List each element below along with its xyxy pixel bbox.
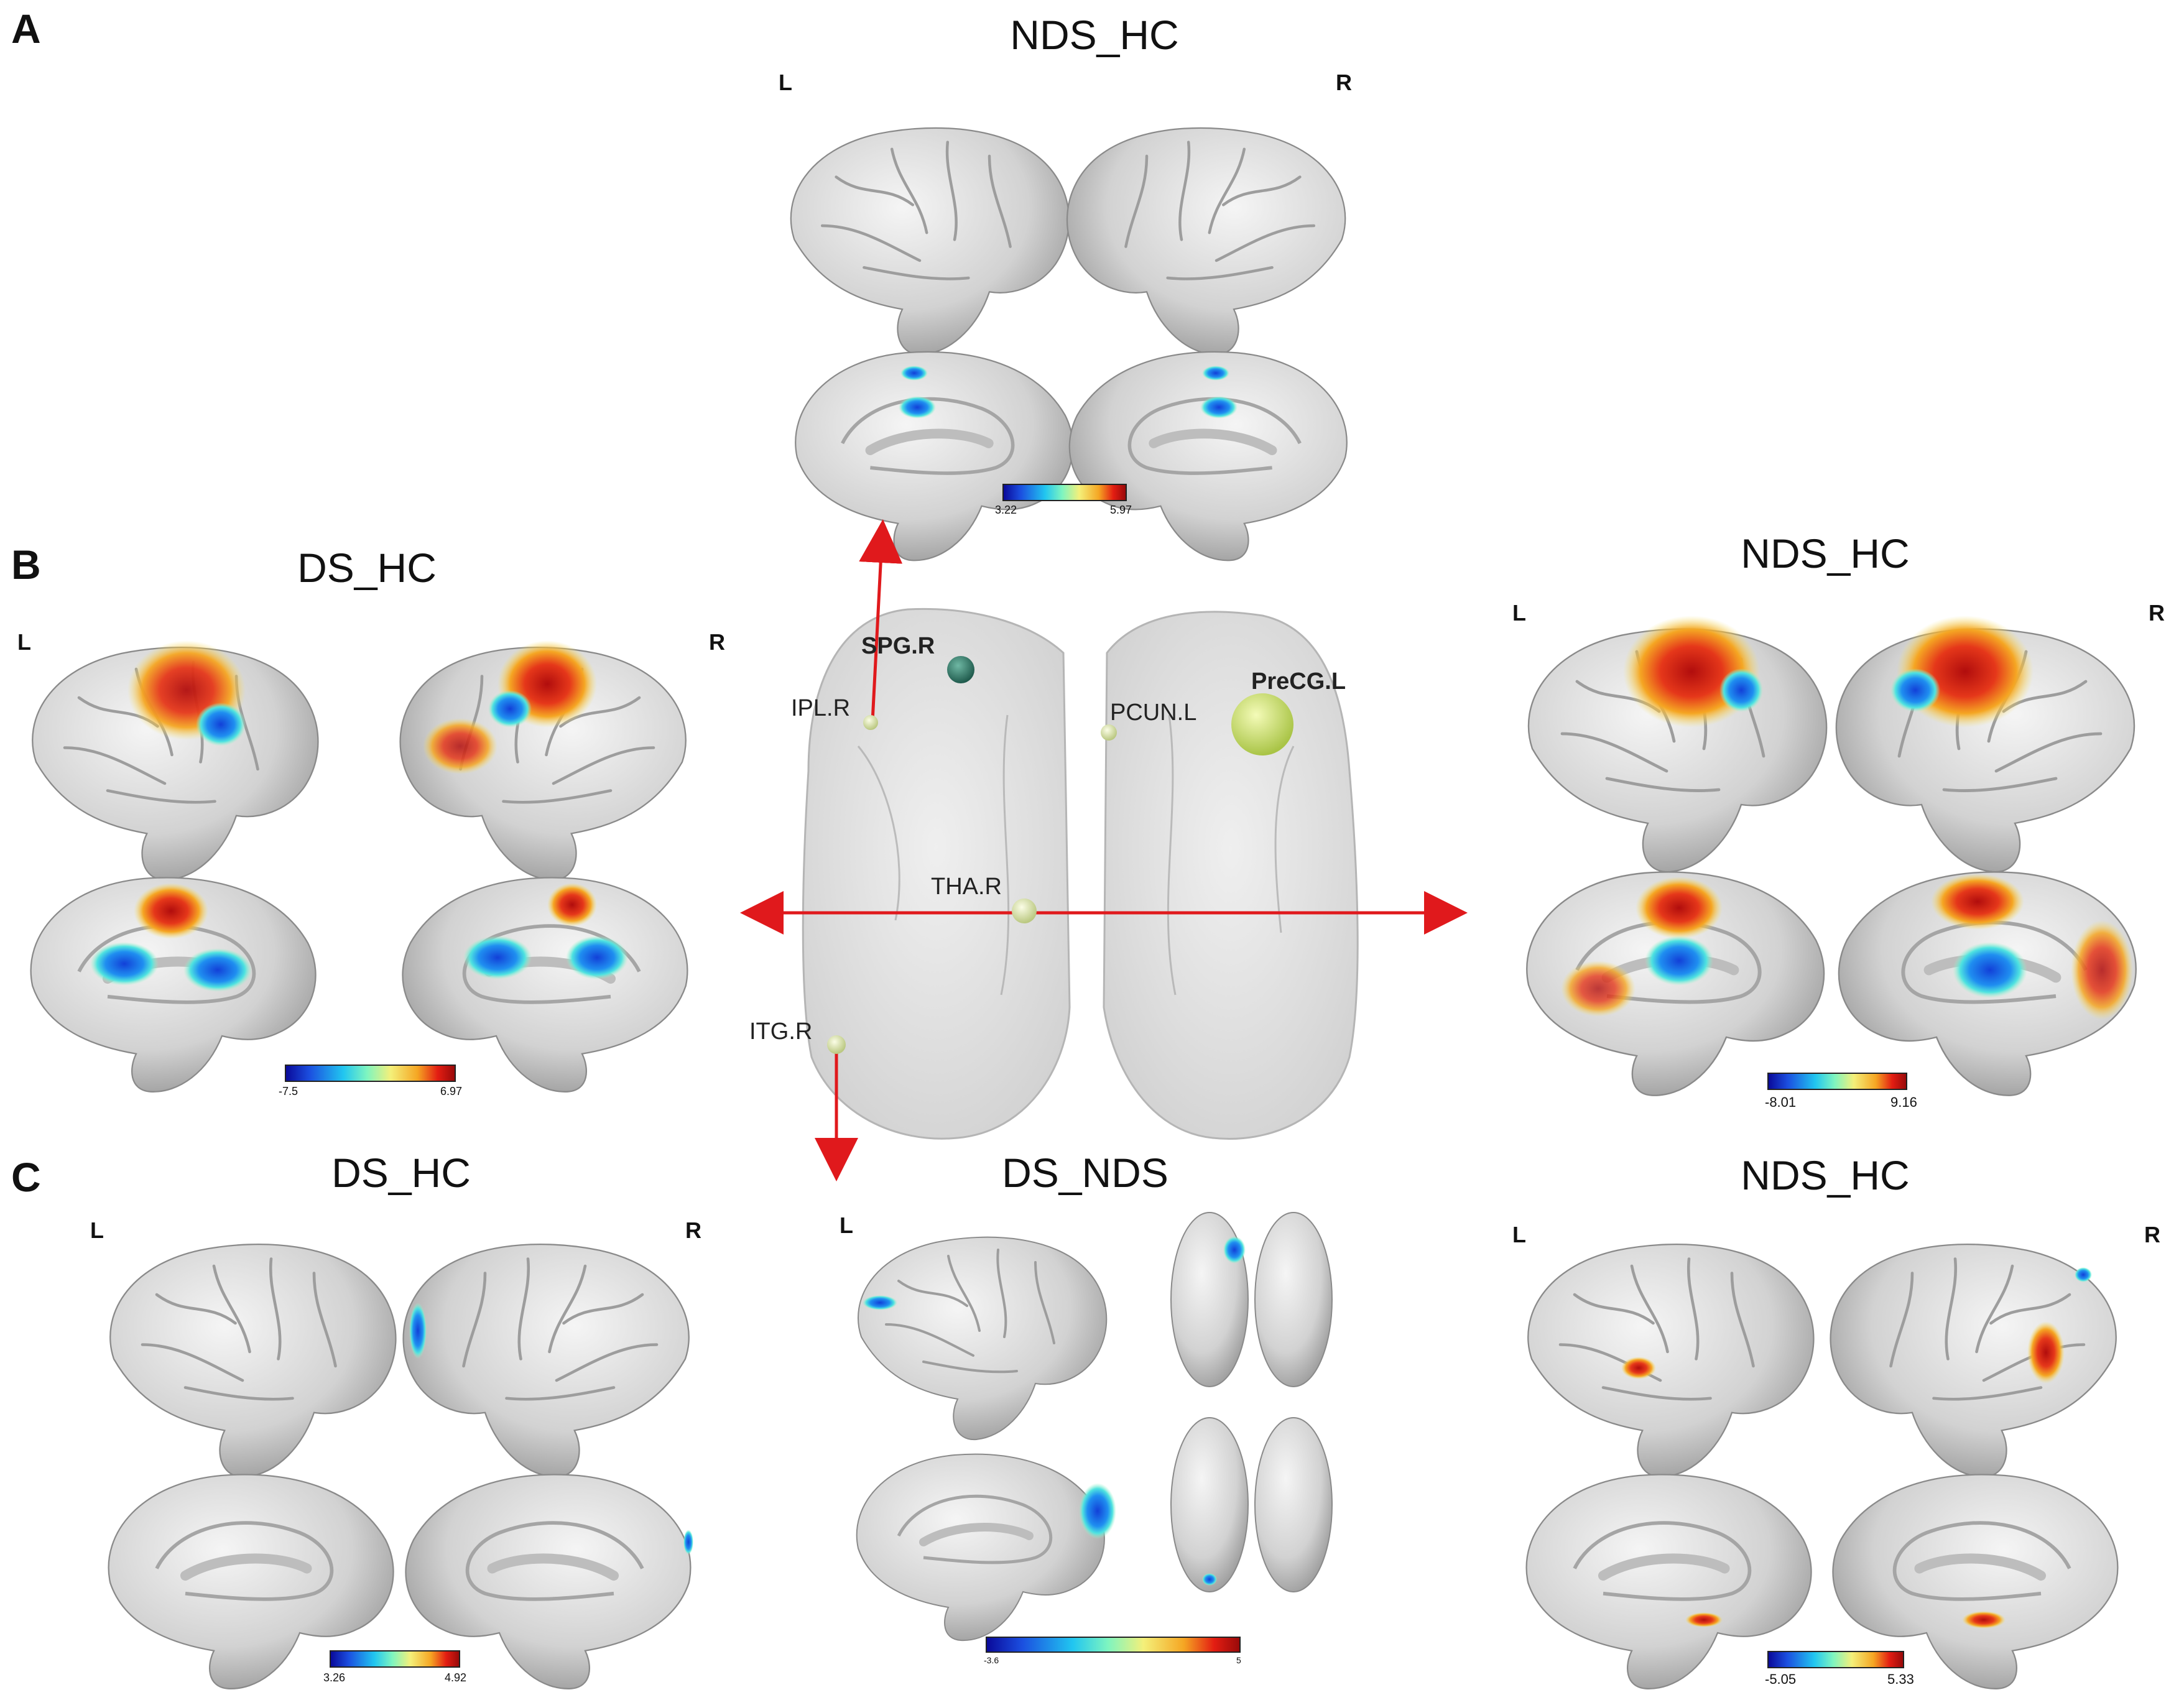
node-label-spg-r: SPG.R: [861, 633, 935, 659]
panel-b-left-brains: [31, 640, 688, 1092]
node-pcun-l: [1101, 724, 1117, 741]
network-nodes: [827, 656, 1293, 1054]
panel-c-mid-colorbar: [986, 1637, 1241, 1653]
axis-arrows: [740, 519, 1468, 1181]
panel-a-left-label: L: [779, 70, 792, 95]
panel-letter-c: C: [11, 1154, 41, 1200]
node-tha-r: [1012, 899, 1037, 923]
panel-a-cb-max: 5.97: [1110, 504, 1132, 516]
panel-c-mid-l: L: [840, 1213, 853, 1238]
node-label-tha-r: THA.R: [931, 874, 1002, 900]
panel-c-right-brains: [1527, 1244, 2118, 1689]
panel-a-brains: [791, 128, 1347, 560]
panel-b-right-r: R: [2149, 600, 2165, 626]
panel-a-right-label: R: [1336, 70, 1352, 95]
node-itg-r: [827, 1035, 846, 1054]
panel-b-left-cb-max: 6.97: [440, 1085, 463, 1097]
panel-b-right-l: L: [1512, 600, 1526, 626]
panel-a-cb-min: 3.22: [995, 504, 1017, 516]
node-spg-r: [947, 656, 974, 683]
panel-b-right-cb-max: 9.16: [1890, 1094, 1917, 1110]
panel-c-mid-cb-min: -3.6: [984, 1655, 999, 1665]
panel-c-mid-title: DS_NDS: [1002, 1150, 1168, 1196]
panel-b-left-cb-min: -7.5: [279, 1085, 298, 1097]
panel-c-right-colorbar: [1767, 1651, 1904, 1668]
panel-b-right-colorbar: [1767, 1073, 1907, 1090]
node-label-pcun-l: PCUN.L: [1110, 700, 1197, 726]
panel-c-left-title: DS_HC: [331, 1150, 471, 1196]
panel-c-right-l: L: [1512, 1222, 1526, 1247]
panel-letter-b: B: [11, 542, 41, 588]
panel-c-left-colorbar: [330, 1650, 460, 1668]
panel-c-left-brains: [109, 1244, 693, 1689]
node-ipl-r: [863, 715, 878, 730]
panel-c-mid-brains: [857, 1212, 1333, 1640]
panel-a-title: NDS_HC: [1010, 12, 1179, 58]
panel-c-right-cb-max: 5.33: [1887, 1671, 1914, 1687]
panel-c-left-l: L: [90, 1217, 104, 1243]
panel-c-right-cb-min: -5.05: [1765, 1671, 1797, 1687]
node-label-itg-r: ITG.R: [749, 1019, 813, 1045]
panel-b-right-title: NDS_HC: [1741, 530, 1910, 576]
node-precg-l: [1231, 693, 1293, 755]
panel-c-right-r: R: [2144, 1222, 2160, 1247]
panel-b-left-r: R: [709, 629, 725, 655]
panel-letter-a: A: [11, 6, 41, 52]
glass-brain: [802, 607, 1359, 1140]
panel-b-left-title: DS_HC: [297, 545, 437, 591]
panel-c-left-r: R: [685, 1217, 701, 1243]
panel-c-right-title: NDS_HC: [1741, 1152, 1910, 1198]
panel-b-left-colorbar: [285, 1065, 456, 1082]
panel-b-left-l: L: [17, 629, 31, 655]
panel-a-colorbar: [1002, 484, 1127, 501]
panel-b-right-cb-min: -8.01: [1765, 1094, 1797, 1110]
panel-c-left-cb-min: 3.26: [323, 1671, 346, 1684]
panel-c-mid-cb-max: 5: [1236, 1655, 1241, 1665]
panel-c-left-cb-max: 4.92: [445, 1671, 467, 1684]
node-label-precg-l: PreCG.L: [1251, 668, 1346, 695]
panel-b-right-brains: [1527, 616, 2135, 1096]
node-label-ipl-r: IPL.R: [791, 695, 851, 721]
